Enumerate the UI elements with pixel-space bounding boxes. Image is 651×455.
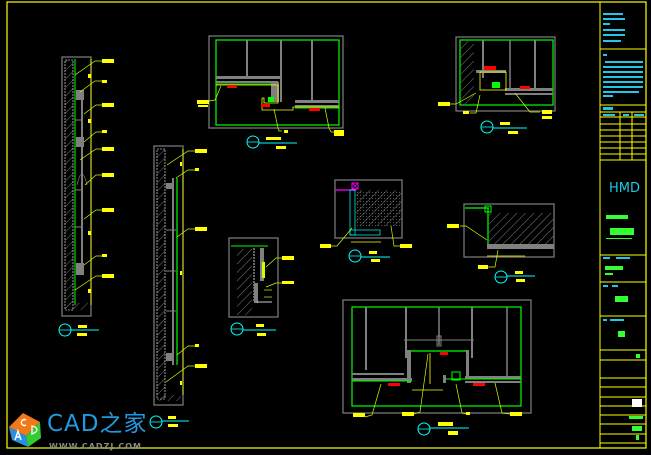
detail-small-middle[interactable]: [228, 237, 294, 318]
cad-cube-logo-icon: [9, 413, 41, 447]
drawing-frame: [6, 1, 647, 449]
ceiling-section-3-title-symbol: [417, 422, 469, 436]
title-block-logo: HMD: [609, 181, 641, 196]
detail-small-title-symbol: [230, 322, 276, 336]
detail-center[interactable]: [320, 179, 412, 248]
ceiling-section-1-title-symbol: [246, 135, 297, 149]
watermark-brand: CAD之家: [47, 411, 148, 437]
ceiling-section-top-right[interactable]: [438, 36, 556, 119]
ceiling-section-top-middle[interactable]: [197, 35, 344, 136]
title-block: [599, 2, 646, 448]
title-block-text-marks: [603, 13, 644, 440]
detail-right-title-symbol: [494, 270, 535, 284]
wall-section-b[interactable]: [153, 145, 207, 406]
wall-section-a[interactable]: [61, 56, 114, 317]
detail-center-title-symbol: [348, 249, 390, 263]
detail-right-middle[interactable]: [447, 203, 555, 269]
ceiling-section-2-title-symbol: [480, 120, 527, 134]
ceiling-section-bottom[interactable]: [342, 299, 532, 418]
section-a-title-symbol: [58, 323, 99, 337]
section-b-title-symbol: [149, 415, 189, 429]
watermark-url: WWW.CADZJ.COM: [49, 442, 143, 451]
